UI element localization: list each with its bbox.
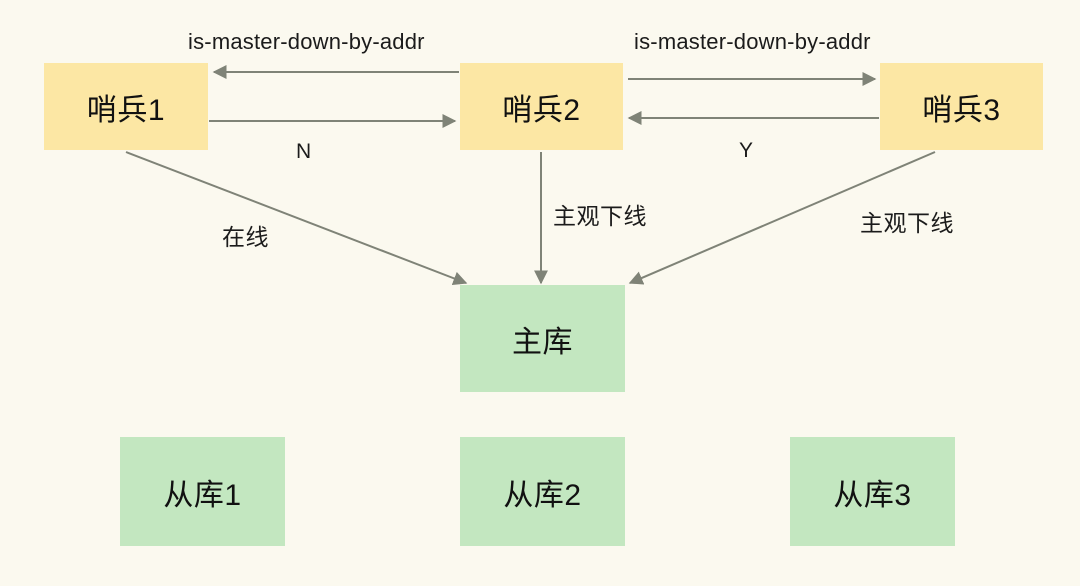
node-sentinel-1[interactable]: 哨兵1: [44, 63, 208, 150]
node-master-db[interactable]: 主库: [460, 285, 625, 392]
node-replica-3-label: 从库3: [833, 478, 912, 512]
node-sentinel-2-label: 哨兵2: [502, 93, 581, 127]
node-sentinel-3-label: 哨兵3: [922, 93, 1001, 127]
node-replica-3[interactable]: 从库3: [790, 437, 955, 546]
edge-label-answer-no: N: [296, 140, 312, 163]
node-replica-1-label: 从库1: [163, 478, 242, 512]
node-sentinel-3[interactable]: 哨兵3: [880, 63, 1043, 150]
edge-label-subjective-down-right: 主观下线: [860, 210, 954, 236]
node-replica-1[interactable]: 从库1: [120, 437, 285, 546]
edge-label-top-left-protocol: is-master-down-by-addr: [188, 29, 425, 54]
node-replica-2-label: 从库2: [503, 478, 582, 512]
node-replica-2[interactable]: 从库2: [460, 437, 625, 546]
edge-s1-to-master: [125, 151, 468, 286]
edge-label-subjective-down-middle: 主观下线: [553, 203, 647, 229]
edge-label-top-right-protocol: is-master-down-by-addr: [634, 29, 871, 54]
edge-label-answer-yes: Y: [739, 139, 754, 162]
edge-label-online: 在线: [222, 224, 269, 250]
node-sentinel-2[interactable]: 哨兵2: [460, 63, 623, 150]
node-master-db-label: 主库: [512, 325, 573, 359]
node-sentinel-1-label: 哨兵1: [86, 93, 166, 127]
